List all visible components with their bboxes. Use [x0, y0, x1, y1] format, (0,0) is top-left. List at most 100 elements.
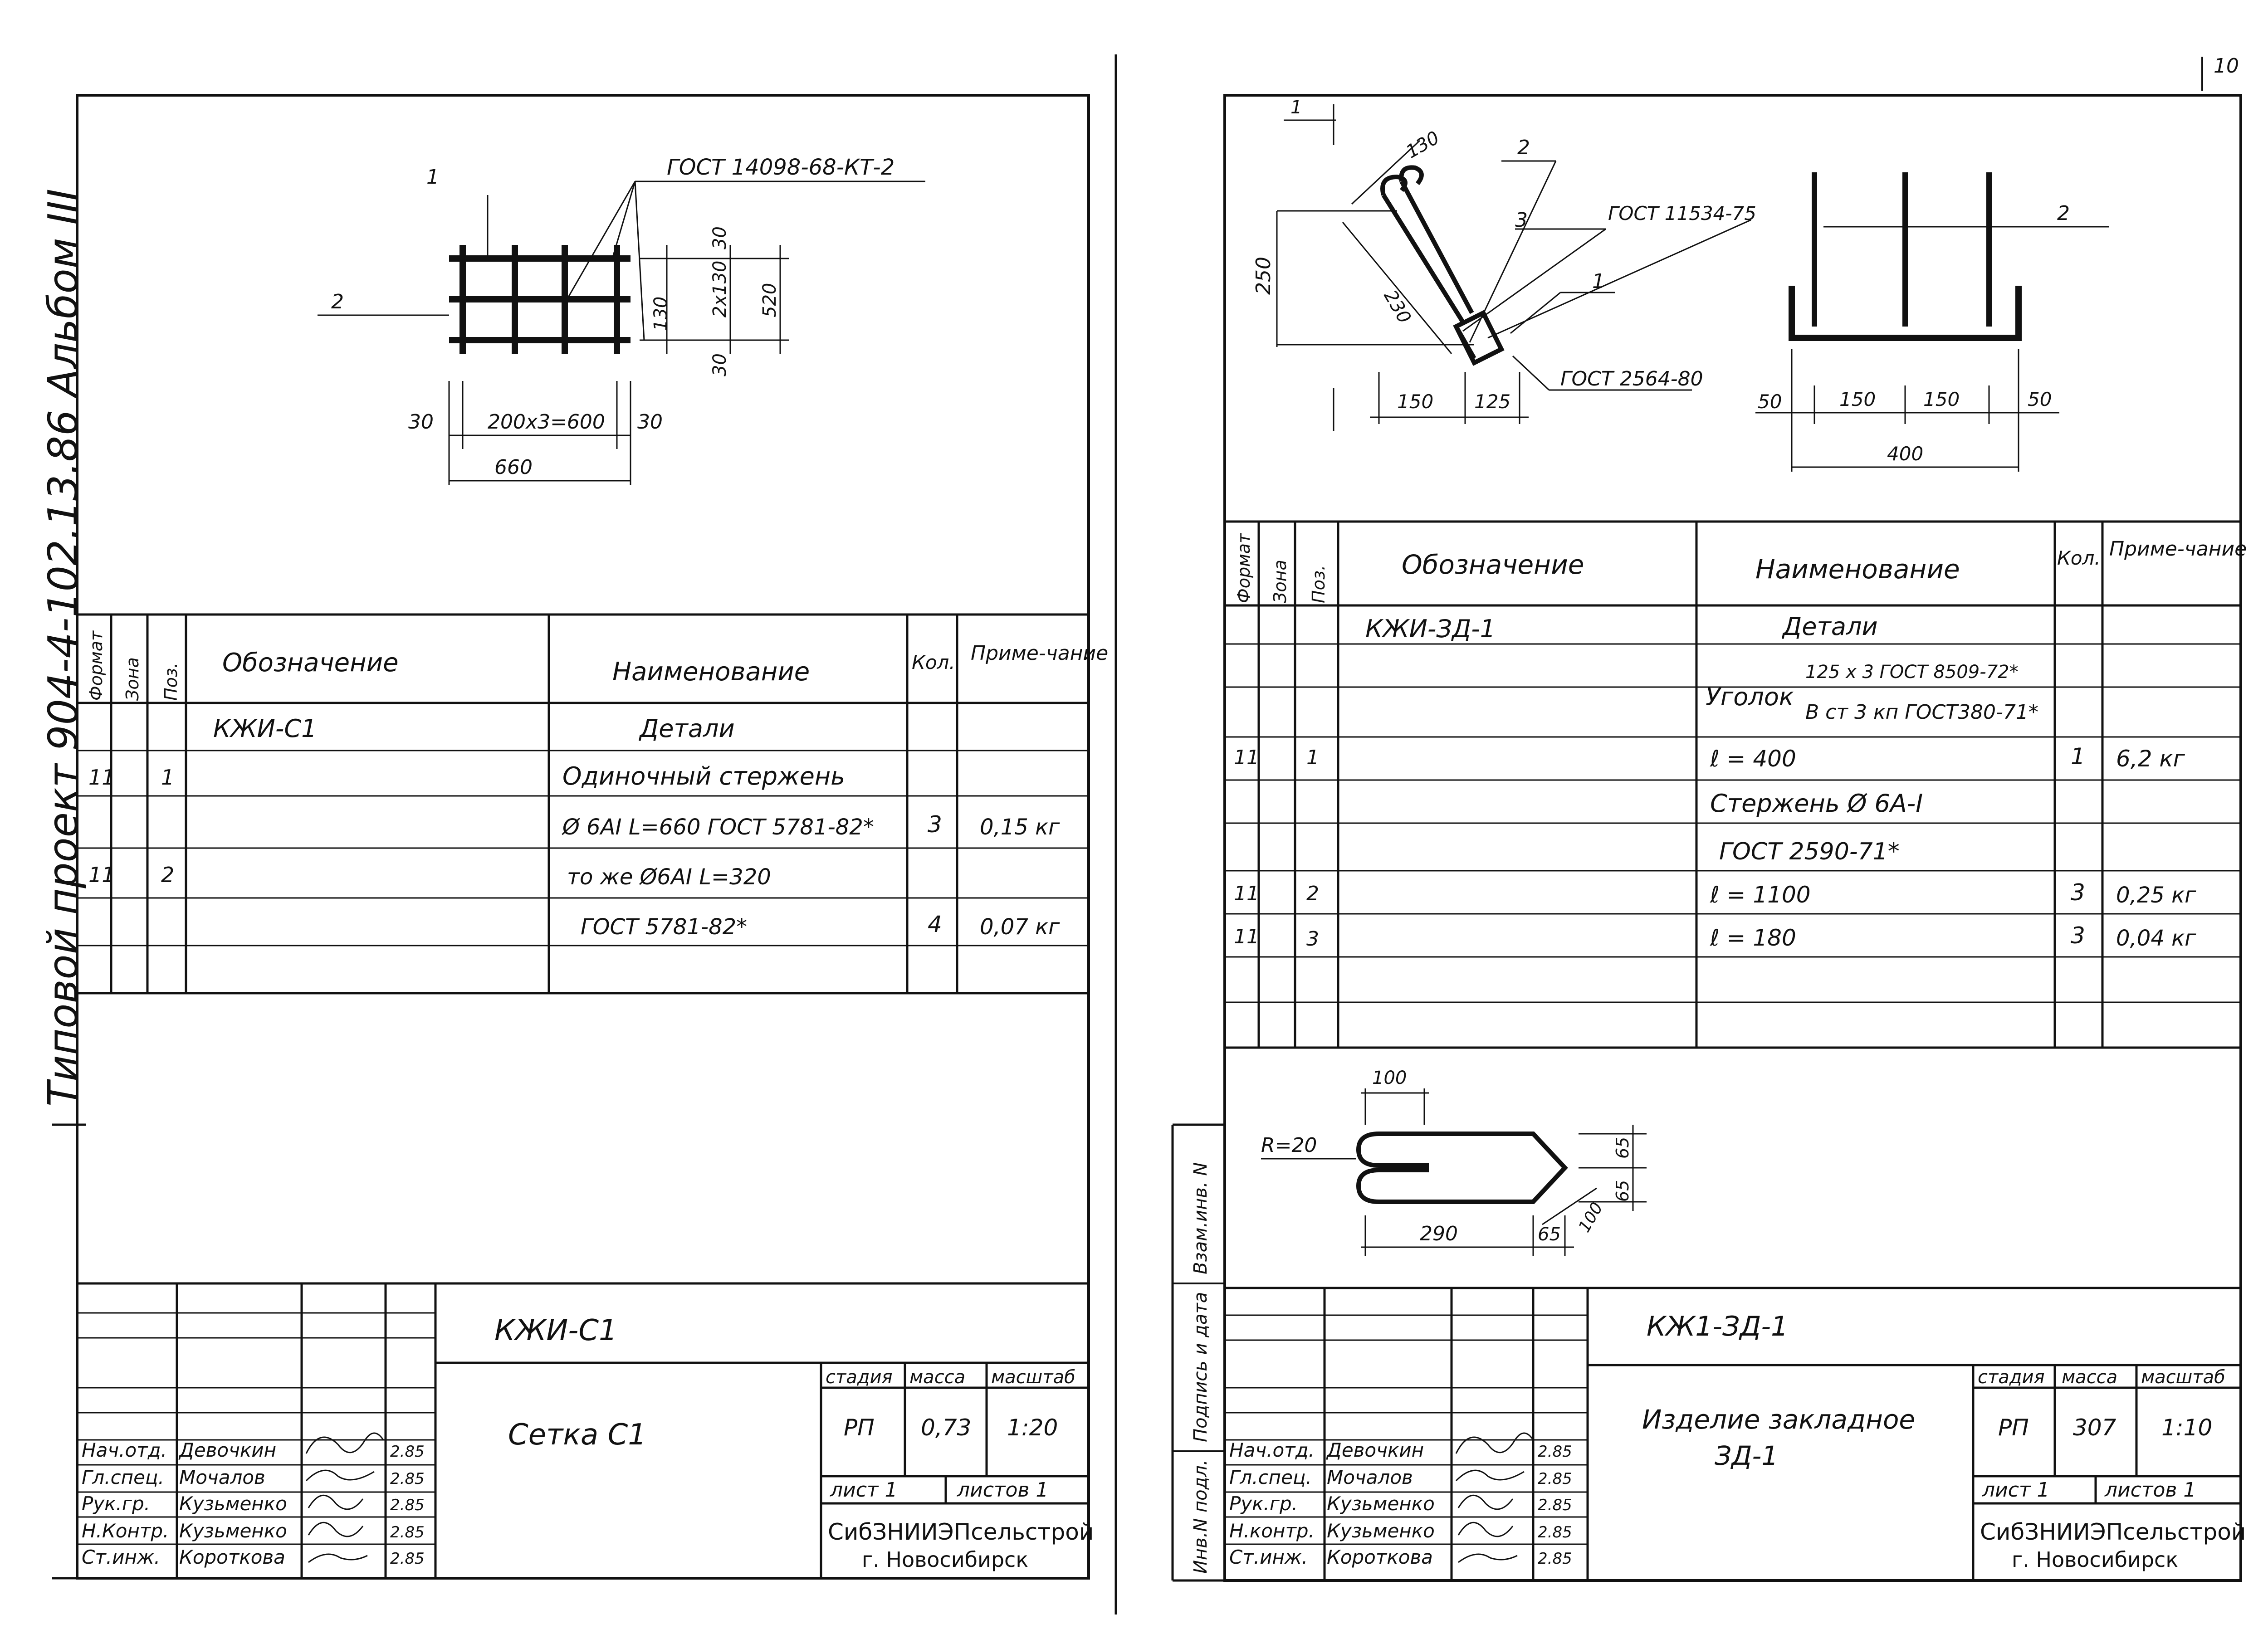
right-frame: [1223, 94, 2242, 1582]
r-hdr-name: Наименование: [1755, 554, 1960, 585]
rperson-4-role: Н.контр.: [1229, 1520, 1315, 1542]
rtb-scale-label: масштаб: [2141, 1367, 2225, 1388]
person-4-date: 2.85: [390, 1523, 425, 1541]
r-hdr-qty: Кол.: [2057, 547, 2101, 569]
r-row-6-format: 11: [1234, 882, 1259, 905]
r-hdr-zone: Зона: [1270, 560, 1290, 603]
rtb-org: СибЗНИИЭПсельстрой: [1980, 1519, 2246, 1545]
rp-dim-150a: 150: [1839, 388, 1876, 410]
dim-right-30b: 30: [709, 353, 730, 376]
r-hdr-format: Формат: [1234, 532, 1254, 603]
pos-2-label: 2: [331, 290, 344, 313]
spec-row-5-name: ГОСТ 5781-82*: [581, 914, 747, 940]
rtb-title-1: Изделие закладное: [1642, 1404, 1915, 1435]
person-1-role: Нач.отд.: [82, 1439, 167, 1461]
rtb-sheet: лист 1: [1982, 1478, 2050, 1502]
hdr-pos: Поз.: [161, 663, 181, 701]
rp-dim-50a: 50: [1758, 390, 1782, 413]
dim-520: 520: [759, 283, 780, 317]
r-row-6-name: ℓ = 1100: [1710, 882, 1811, 908]
r-row-3-format: 11: [1234, 746, 1259, 769]
rp-pos-2: 2: [1517, 136, 1530, 159]
right-sheet: Инв.N подл. Подпись и дата Взам.инв. N: [1171, 94, 2247, 1582]
rp-dim-150b: 150: [1923, 388, 1960, 410]
tb-people: Нач.отд. Девочкин 2.85 Гл.спец. Мочалов …: [82, 1439, 425, 1568]
r-row-2-name: Уголок: [1706, 683, 1794, 711]
rp-gost-11534: ГОСТ 11534-75: [1608, 202, 1756, 224]
r-row-2-name-bottom: В ст 3 кп ГОСТ380-71*: [1805, 701, 2038, 724]
rp-dim-400: 400: [1887, 443, 1923, 465]
stamp-replace: Взам.инв. N: [1190, 1162, 1211, 1274]
rp-dim-150: 150: [1397, 390, 1433, 413]
tb-sheets: листов 1: [957, 1478, 1048, 1502]
person-2-name: Мочалов: [179, 1466, 265, 1488]
page-number: 10: [2214, 54, 2239, 78]
spec-row-2-pos: 1: [161, 765, 174, 790]
spec-row-4-name: то же Ø6AI L=320: [567, 864, 771, 890]
r-row-3-pos: 1: [1306, 746, 1319, 769]
hdr-name: Наименование: [612, 657, 810, 687]
person-4-name: Кузьменко: [179, 1520, 287, 1542]
album-title: Типовой проект 904-4-102.13.86 Альбом II…: [39, 189, 87, 1107]
dim-30-a: 30: [408, 410, 434, 434]
mesh-drawing: 1 2 ГОСТ 14098-68-КТ-2 30 200x3=600 30 6…: [318, 155, 925, 485]
rperson-4-date: 2.85: [1538, 1523, 1572, 1541]
signature-marks: [305, 1432, 384, 1563]
spec-row-3-qty: 3: [928, 811, 942, 838]
rperson-5-date: 2.85: [1538, 1550, 1572, 1568]
hdr-designation: Обозначение: [222, 648, 399, 678]
r-row-1-name: Детали: [1782, 612, 1878, 641]
r-row-6-note: 0,25 кг: [2116, 883, 2196, 908]
spec-row-1-name: Детали: [639, 714, 735, 743]
person-4-role: Н.Контр.: [82, 1520, 169, 1542]
r-hdr-note: Приме-чание: [2109, 537, 2247, 561]
person-5-name: Короткова: [179, 1546, 285, 1568]
spec-row-4-pos: 2: [161, 863, 174, 887]
tb-org: СибЗНИИЭПсельстрой: [828, 1519, 1094, 1545]
rperson-1-date: 2.85: [1538, 1443, 1572, 1461]
rperson-2-name: Мочалов: [1327, 1466, 1413, 1488]
left-frame: [76, 94, 1090, 1580]
rp-pos-3: 3: [1515, 209, 1528, 232]
rperson-3-date: 2.85: [1538, 1496, 1572, 1514]
left-title-block: КЖИ-С1 Сетка С1 стадия масса масштаб РП …: [77, 1282, 1094, 1578]
r-row-7-pos: 3: [1306, 927, 1319, 951]
rp-dim-250: 250: [1252, 257, 1275, 295]
r-row-6-qty: 3: [2071, 879, 2085, 906]
tb-scale: 1:20: [1007, 1415, 1058, 1441]
rperson-5-role: Ст.инж.: [1229, 1546, 1308, 1568]
rp-pos-2b: 2: [2057, 202, 2070, 225]
rtb-stage: РП: [1998, 1415, 2029, 1441]
rp-pos-1: 1: [1290, 97, 1302, 118]
r-row-3-name: ℓ = 400: [1710, 746, 1796, 772]
spec-row-2-format: 11: [88, 765, 115, 790]
rtb-scale: 1:10: [2161, 1415, 2212, 1441]
rtb-mass: 307: [2073, 1415, 2116, 1441]
r-row-5-name: ГОСТ 2590-71*: [1719, 838, 1900, 865]
spec-row-5-qty: 4: [928, 911, 942, 937]
r-row-1-designation: КЖИ-ЗД-1: [1365, 615, 1496, 643]
dim-130: 130: [650, 297, 671, 331]
rtb-stage-label: стадия: [1978, 1367, 2045, 1388]
pos-1-label: 1: [426, 166, 439, 189]
r-row-2-name-top: 125 x 3 ГОСТ 8509-72*: [1805, 662, 2019, 683]
r-row-3-qty: 1: [2071, 743, 2085, 770]
det-dim-65a: 65: [1538, 1224, 1561, 1245]
bar-detail-drawing: 100 R=20 290 65 100 65 65: [1261, 1068, 1647, 1256]
hdr-zone: Зона: [122, 657, 142, 701]
rtb-mass-label: масса: [2062, 1367, 2117, 1388]
tb-mass: 0,73: [921, 1415, 971, 1441]
r-hdr-pos: Поз.: [1309, 565, 1329, 603]
tb-city: г. Новосибирск: [862, 1547, 1028, 1572]
tb-title: Сетка С1: [508, 1418, 646, 1452]
det-dim-65b: 65: [1613, 1180, 1633, 1202]
r-signature-marks: [1455, 1432, 1534, 1563]
left-sheet: 1 2 ГОСТ 14098-68-КТ-2 30 200x3=600 30 6…: [76, 94, 1108, 1580]
det-dim-100: 100: [1372, 1068, 1407, 1088]
rtb-city: г. Новосибирск: [2012, 1547, 2178, 1572]
rperson-5-name: Короткова: [1327, 1546, 1433, 1568]
rperson-2-role: Гл.спец.: [1229, 1466, 1312, 1488]
spec-row-2-name: Одиночный стержень: [562, 762, 845, 790]
tb-stage-label: стадия: [826, 1367, 893, 1388]
r-row-7-note: 0,04 кг: [2116, 926, 2196, 951]
